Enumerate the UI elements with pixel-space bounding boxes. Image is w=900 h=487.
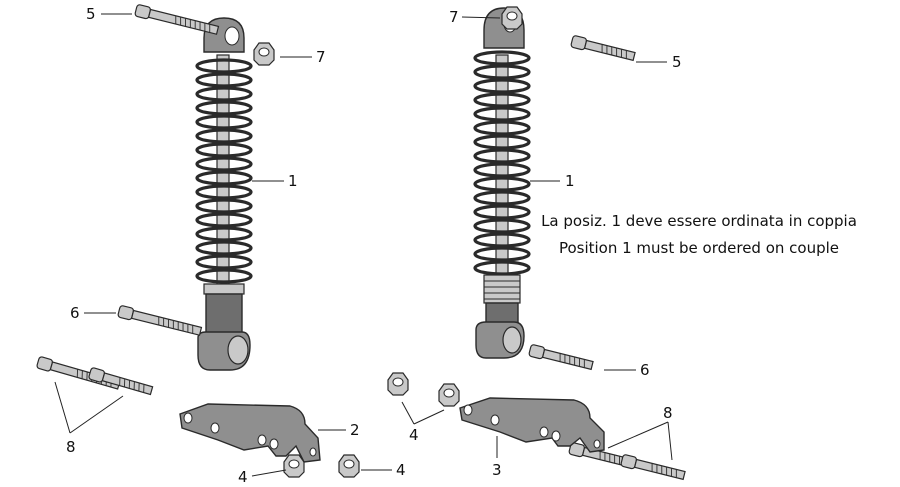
right-pair-bolt-b xyxy=(619,453,687,482)
callout-right-bracket: 3 xyxy=(492,461,502,479)
note-english: Position 1 must be ordered on couple xyxy=(559,239,839,257)
callout-left-bolts-pair: 8 xyxy=(66,438,76,456)
right-top-nut xyxy=(501,6,523,30)
callout-right-nuts-pair: 4 xyxy=(409,426,419,444)
callout-left-bracket: 2 xyxy=(350,421,360,439)
callout-right-nut-top: 7 xyxy=(449,8,459,26)
leader-lines xyxy=(54,13,673,477)
right-bracket xyxy=(459,397,605,453)
callout-left-shock: 1 xyxy=(288,172,298,190)
note-italian: La posiz. 1 deve essere ordinata in copp… xyxy=(541,212,857,230)
left-bottom-nut-b xyxy=(338,454,360,478)
callout-right-bolt-top: 5 xyxy=(672,53,682,71)
right-shock-absorber xyxy=(473,7,531,359)
callout-right-bolt-mid: 6 xyxy=(640,361,650,379)
left-mid-bolt xyxy=(116,304,203,338)
right-nut-a xyxy=(387,372,409,396)
callout-left-nut-bottom-a: 4 xyxy=(238,468,248,486)
left-bracket xyxy=(179,403,321,463)
left-top-bolt xyxy=(133,3,220,37)
left-shock-absorber xyxy=(195,17,253,371)
callout-left-nut-top: 7 xyxy=(316,48,326,66)
callout-right-bolts-pair: 8 xyxy=(663,404,673,422)
right-mid-bolt xyxy=(527,343,595,372)
right-top-bolt xyxy=(569,34,637,63)
callout-left-nut-bottom-b: 4 xyxy=(396,461,406,479)
callout-right-shock: 1 xyxy=(565,172,575,190)
right-nut-b xyxy=(438,383,460,407)
callout-left-bolt-mid: 6 xyxy=(70,304,80,322)
left-bottom-nut-a xyxy=(283,454,305,478)
left-pair-bolt-b xyxy=(87,366,154,398)
callout-left-bolt-top: 5 xyxy=(86,5,96,23)
left-top-nut xyxy=(253,42,275,66)
